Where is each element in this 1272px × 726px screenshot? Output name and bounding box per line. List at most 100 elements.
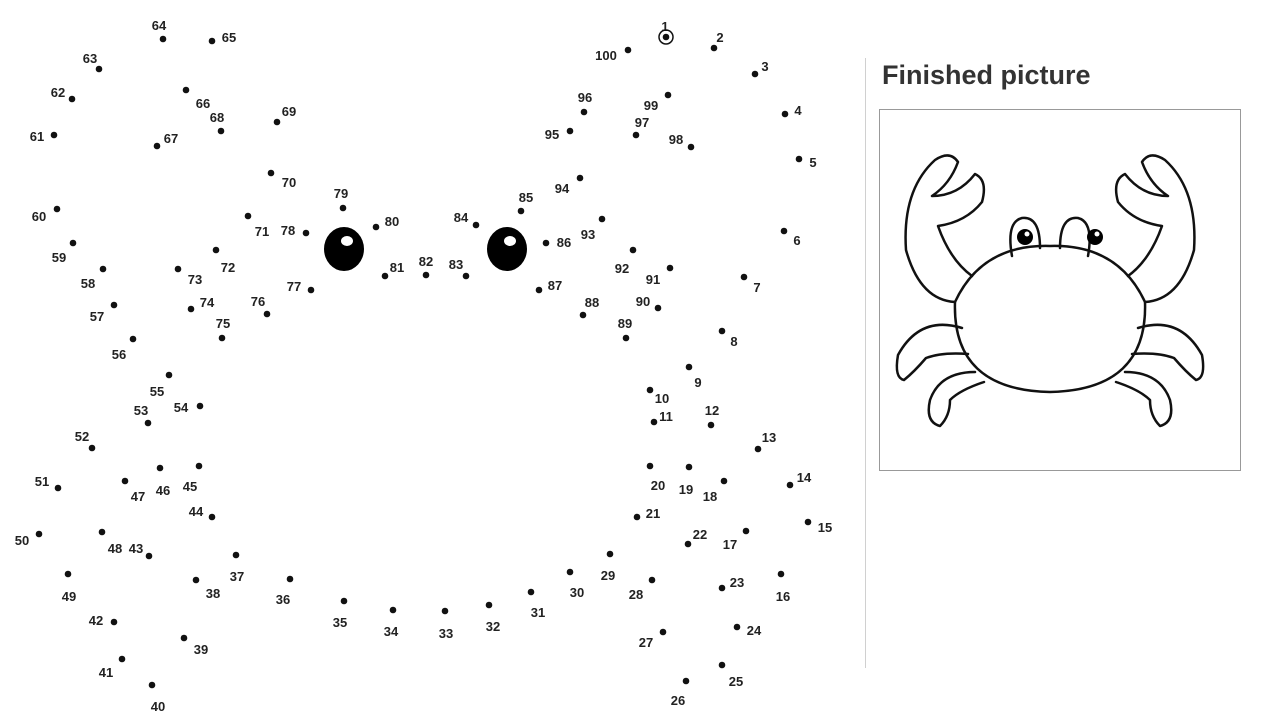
dot-number-label: 77 bbox=[287, 279, 301, 294]
puzzle-dot bbox=[174, 265, 182, 273]
puzzle-dot bbox=[372, 223, 380, 231]
dot-number-label: 4 bbox=[794, 103, 802, 118]
dot-number-label: 58 bbox=[81, 276, 95, 291]
puzzle-dot bbox=[685, 363, 693, 371]
dot-number-label: 5 bbox=[809, 155, 816, 170]
dot-number-label: 65 bbox=[222, 30, 236, 45]
puzzle-dot bbox=[662, 33, 670, 41]
puzzle-dot bbox=[718, 661, 726, 669]
puzzle-dot bbox=[98, 528, 106, 536]
dot-number-label: 71 bbox=[255, 224, 269, 239]
crab-outline-icon bbox=[895, 154, 1205, 428]
puzzle-dot bbox=[153, 142, 161, 150]
dot-number-label: 11 bbox=[659, 409, 673, 424]
puzzle-dot bbox=[50, 131, 58, 139]
puzzle-dot bbox=[244, 212, 252, 220]
dot-number-label: 59 bbox=[52, 250, 66, 265]
dot-number-label: 26 bbox=[671, 693, 685, 708]
puzzle-dot bbox=[580, 108, 588, 116]
puzzle-dot bbox=[566, 568, 574, 576]
dot-number-label: 8 bbox=[730, 334, 737, 349]
puzzle-dot bbox=[654, 304, 662, 312]
puzzle-dot bbox=[598, 215, 606, 223]
puzzle-dot bbox=[606, 550, 614, 558]
dot-number-label: 23 bbox=[730, 575, 744, 590]
dot-number-label: 17 bbox=[723, 537, 737, 552]
dot-number-label: 9 bbox=[694, 375, 701, 390]
dot-number-label: 49 bbox=[62, 589, 76, 604]
dot-number-label: 44 bbox=[189, 504, 204, 519]
dot-number-label: 14 bbox=[797, 470, 812, 485]
dot-number-label: 45 bbox=[183, 479, 197, 494]
dot-number-label: 35 bbox=[333, 615, 347, 630]
puzzle-dot bbox=[422, 271, 430, 279]
dot-number-label: 47 bbox=[131, 489, 145, 504]
puzzle-dot bbox=[53, 205, 61, 213]
dot-number-label: 43 bbox=[129, 541, 143, 556]
dot-number-label: 85 bbox=[519, 190, 533, 205]
dot-number-label: 70 bbox=[282, 175, 296, 190]
dot-number-label: 74 bbox=[200, 295, 215, 310]
dot-number-label: 19 bbox=[679, 482, 693, 497]
dot-number-label: 46 bbox=[156, 483, 170, 498]
dot-number-label: 94 bbox=[555, 181, 570, 196]
puzzle-dot bbox=[632, 131, 640, 139]
puzzle-dot bbox=[718, 327, 726, 335]
start-marker-icon bbox=[658, 29, 674, 45]
dot-number-label: 62 bbox=[51, 85, 65, 100]
dot-number-label: 73 bbox=[188, 272, 202, 287]
puzzle-dot bbox=[740, 273, 748, 281]
puzzle-dot bbox=[733, 623, 741, 631]
puzzle-dot bbox=[165, 371, 173, 379]
dot-number-label: 55 bbox=[150, 384, 164, 399]
dot-number-label: 79 bbox=[334, 186, 348, 201]
dot-number-label: 48 bbox=[108, 541, 122, 556]
puzzle-dot bbox=[187, 305, 195, 313]
dot-number-label: 92 bbox=[615, 261, 629, 276]
puzzle-dot bbox=[110, 301, 118, 309]
puzzle-dot bbox=[720, 477, 728, 485]
dot-number-label: 67 bbox=[164, 131, 178, 146]
dot-number-label: 7 bbox=[753, 280, 760, 295]
dot-number-label: 82 bbox=[419, 254, 433, 269]
puzzle-dot bbox=[685, 463, 693, 471]
puzzle-dot bbox=[777, 570, 785, 578]
puzzle-dot bbox=[144, 419, 152, 427]
puzzle-dot bbox=[156, 464, 164, 472]
puzzle-dot bbox=[527, 588, 535, 596]
puzzle-dot bbox=[710, 44, 718, 52]
dot-number-label: 42 bbox=[89, 613, 103, 628]
puzzle-dot bbox=[707, 421, 715, 429]
dot-number-label: 10 bbox=[655, 391, 669, 406]
puzzle-dot bbox=[88, 444, 96, 452]
dot-number-label: 80 bbox=[385, 214, 399, 229]
dot-number-label: 88 bbox=[585, 295, 599, 310]
puzzle-dot bbox=[751, 70, 759, 78]
dot-number-label: 34 bbox=[384, 624, 399, 639]
puzzle-dot bbox=[69, 239, 77, 247]
dot-number-label: 12 bbox=[705, 403, 719, 418]
puzzle-dot bbox=[232, 551, 240, 559]
dot-number-label: 51 bbox=[35, 474, 49, 489]
dot-number-label: 93 bbox=[581, 227, 595, 242]
dot-number-label: 20 bbox=[651, 478, 665, 493]
puzzle-dot bbox=[742, 527, 750, 535]
dot-number-label: 50 bbox=[15, 533, 29, 548]
dot-number-label: 95 bbox=[545, 127, 559, 142]
dot-number-label: 91 bbox=[646, 272, 660, 287]
puzzle-dot bbox=[622, 334, 630, 342]
dot-number-label: 16 bbox=[776, 589, 790, 604]
puzzle-dot bbox=[64, 570, 72, 578]
puzzle-dot bbox=[566, 127, 574, 135]
dot-number-label: 31 bbox=[531, 605, 545, 620]
dot-number-label: 98 bbox=[669, 132, 683, 147]
puzzle-dot bbox=[441, 607, 449, 615]
dot-number-label: 84 bbox=[454, 210, 469, 225]
dot-number-label: 38 bbox=[206, 586, 220, 601]
puzzle-dot bbox=[267, 169, 275, 177]
dot-number-label: 24 bbox=[747, 623, 762, 638]
dot-number-label: 100 bbox=[595, 48, 617, 63]
dot-number-label: 27 bbox=[639, 635, 653, 650]
